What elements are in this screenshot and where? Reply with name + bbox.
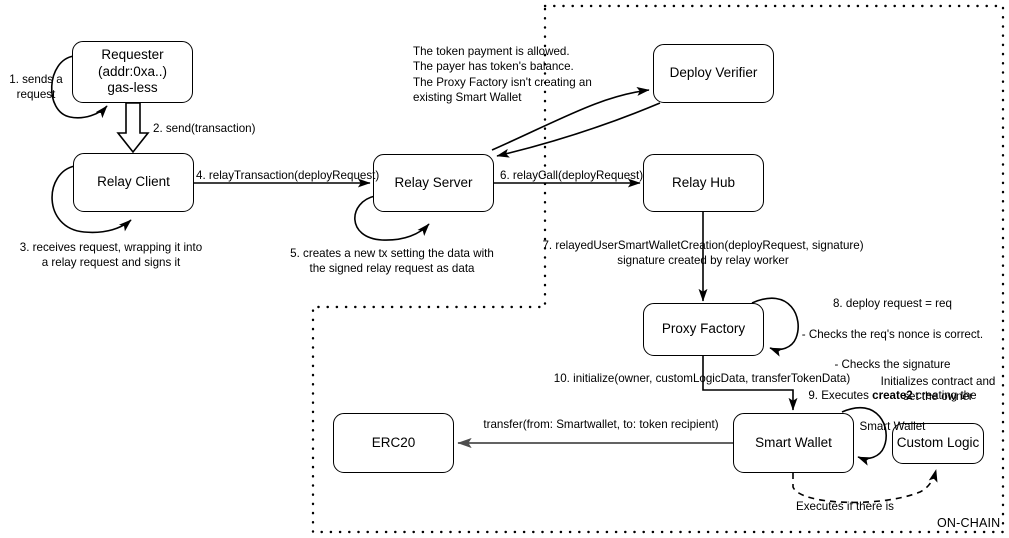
node-erc20[interactable]: ERC20 (333, 413, 454, 473)
label-step-7: 7. relayedUserSmartWalletCreation(deploy… (542, 239, 864, 268)
label-step-8-line2: - Checks the req's nonce is correct. (801, 327, 984, 341)
node-requester-line3: gas-less (107, 80, 158, 96)
node-custom-logic[interactable]: Custom Logic (892, 423, 984, 464)
connector-requester-self-loop (50, 55, 108, 119)
node-erc20-label: ERC20 (371, 434, 416, 450)
label-step-8-line3: - Checks the signature (834, 358, 951, 372)
node-relay-client[interactable]: Relay Client (73, 153, 194, 212)
label-step-1: 1. sends a request (9, 73, 63, 102)
node-relay-client-label: Relay Client (97, 174, 170, 190)
node-proxy-factory[interactable]: Proxy Factory (643, 303, 764, 356)
on-chain-boundary (311, 4, 1005, 534)
connector-relay-server-to-deploy-verifier (491, 87, 650, 151)
label-step-9-prefix: 9. Executes (808, 389, 873, 403)
node-relay-hub[interactable]: Relay Hub (643, 154, 764, 212)
connector-smart-wallet-to-custom-logic (792, 469, 938, 504)
label-step-9-create2: create2 (872, 389, 913, 403)
connector-requester-to-relay-client (116, 102, 150, 154)
connector-deploy-verifier-to-relay-server (496, 102, 661, 158)
node-proxy-factory-label: Proxy Factory (661, 321, 746, 337)
label-step-4: 4. relayTransaction(deployRequest) (196, 169, 380, 182)
label-step-9-line2: Smart Wallet (859, 419, 926, 433)
node-relay-server-label: Relay Server (394, 174, 473, 190)
connector-relay-client-self-loop (51, 165, 132, 234)
label-step-8-line1: 8. deploy request = req (832, 297, 952, 311)
node-requester-line1: Requester (101, 47, 164, 63)
label-step-10: 10. initialize(owner, customLogicData, t… (553, 372, 851, 385)
node-smart-wallet[interactable]: Smart Wallet (733, 413, 854, 473)
label-transfer: transfer(from: Smartwallet, to: token re… (483, 418, 719, 431)
node-requester-line2: (addr:0xa..) (97, 63, 168, 79)
label-executes-note: Executes if there is (796, 500, 894, 513)
node-smart-wallet-label: Smart Wallet (755, 434, 832, 450)
label-step-6: 6. relayCall(deployRequest) (500, 169, 644, 182)
label-on-chain: ON-CHAIN (937, 516, 1001, 530)
connector-smart-wallet-self-loop (841, 406, 887, 466)
label-step-9-suffix: creating the (912, 389, 977, 403)
node-custom-logic-label: Custom Logic (896, 435, 980, 451)
label-deploy-verifier-note: The token payment is allowed. The payer … (413, 45, 592, 104)
label-step-3: 3. receives request, wrapping it into a … (19, 241, 203, 270)
node-deploy-verifier[interactable]: Deploy Verifier (653, 44, 774, 103)
node-relay-hub-label: Relay Hub (671, 174, 736, 190)
connector-proxy-factory-self-loop (751, 297, 799, 357)
label-initializes-note: Initializes contract and set the owner (880, 375, 996, 404)
label-step-8-9: 8. deploy request = req - Checks the req… (773, 281, 999, 449)
label-step-2: 2. send(transaction) (153, 122, 256, 135)
node-deploy-verifier-label: Deploy Verifier (669, 65, 758, 81)
connector-proxy-factory-to-smart-wallet (702, 355, 798, 411)
node-requester[interactable]: Requester (addr:0xa..) gas-less (72, 41, 193, 103)
connector-relay-server-self-loop (354, 195, 430, 241)
label-step-5: 5. creates a new tx setting the data wit… (290, 247, 494, 276)
node-relay-server[interactable]: Relay Server (373, 154, 494, 212)
